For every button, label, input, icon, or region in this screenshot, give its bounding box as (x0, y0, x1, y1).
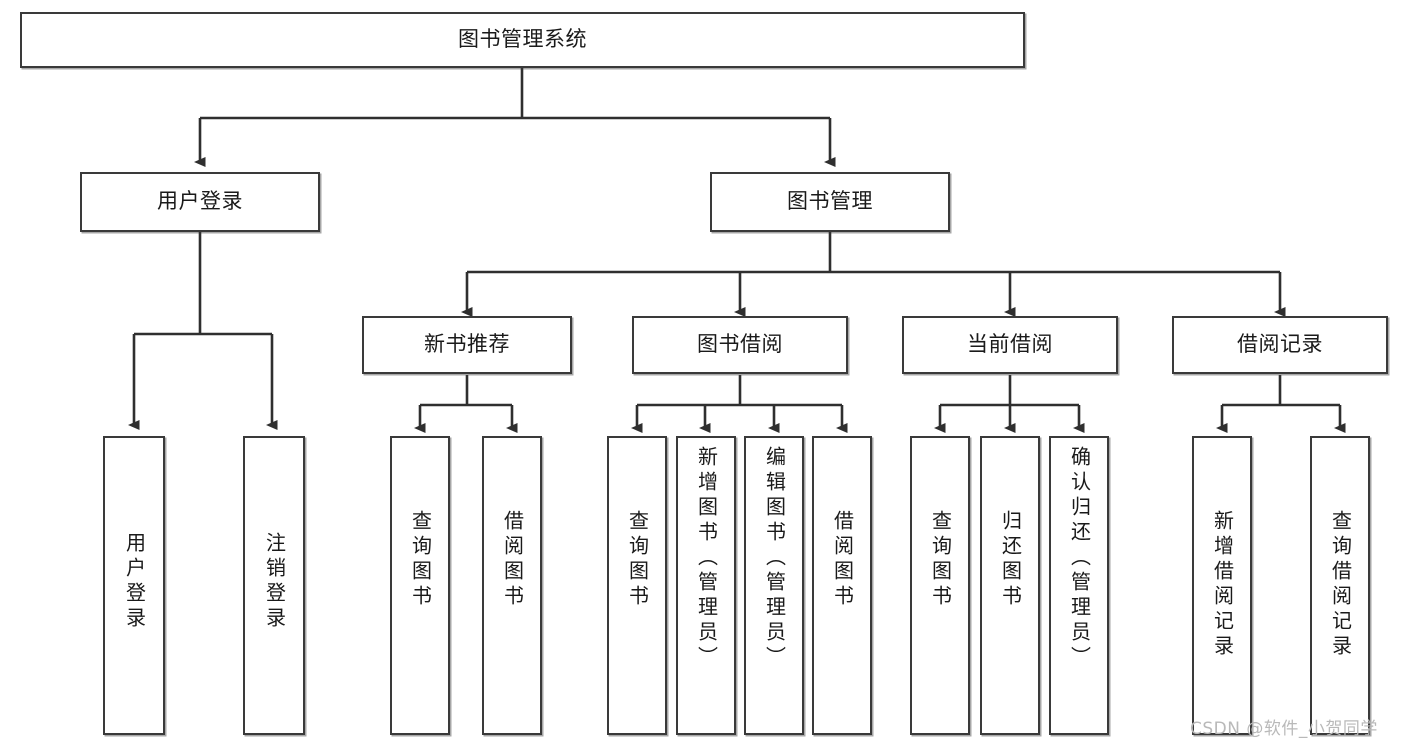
leaf-borrow-book-bb[interactable]: 借阅图书 (812, 436, 872, 735)
leaf-query-borrow-record[interactable]: 查询借阅记录 (1310, 436, 1370, 735)
leaf-query-book-nb-label: 查询图书 (408, 510, 433, 610)
leaf-query-book-bb-label: 查询图书 (625, 510, 650, 610)
watermark: CSDN @软件_小贺同学 (1190, 719, 1378, 739)
leaf-add-book-admin[interactable]: 新增图书（管理员） (676, 436, 736, 735)
leaf-confirm-return-admin-label: 确认归还（管理员） (1067, 446, 1092, 671)
leaf-logout-label: 注销登录 (262, 532, 287, 632)
leaf-return-book[interactable]: 归还图书 (980, 436, 1040, 735)
node-user-login[interactable]: 用户登录 (80, 172, 320, 232)
node-root-label: 图书管理系统 (458, 27, 587, 52)
leaf-return-book-label: 归还图书 (998, 510, 1023, 610)
node-borrow-record-label: 借阅记录 (1237, 332, 1323, 357)
leaf-query-book-cb[interactable]: 查询图书 (910, 436, 970, 735)
leaf-borrow-book-nb-label: 借阅图书 (500, 510, 525, 610)
leaf-user-login-label: 用户登录 (122, 532, 147, 632)
node-borrow-record[interactable]: 借阅记录 (1172, 316, 1388, 374)
leaf-user-login[interactable]: 用户登录 (103, 436, 165, 735)
node-new-book-recommend[interactable]: 新书推荐 (362, 316, 572, 374)
node-book-management[interactable]: 图书管理 (710, 172, 950, 232)
leaf-query-book-bb[interactable]: 查询图书 (607, 436, 667, 735)
leaf-add-borrow-record-label: 新增借阅记录 (1210, 510, 1235, 660)
leaf-edit-book-admin[interactable]: 编辑图书（管理员） (744, 436, 804, 735)
leaf-edit-book-admin-label: 编辑图书（管理员） (762, 446, 787, 671)
leaf-query-book-nb[interactable]: 查询图书 (390, 436, 450, 735)
leaf-query-borrow-record-label: 查询借阅记录 (1328, 510, 1353, 660)
leaf-borrow-book-bb-label: 借阅图书 (830, 510, 855, 610)
node-book-management-label: 图书管理 (787, 189, 873, 214)
node-root[interactable]: 图书管理系统 (20, 12, 1025, 68)
node-current-borrow[interactable]: 当前借阅 (902, 316, 1118, 374)
node-book-borrow-label: 图书借阅 (697, 332, 783, 357)
leaf-borrow-book-nb[interactable]: 借阅图书 (482, 436, 542, 735)
node-user-login-label: 用户登录 (157, 189, 243, 214)
node-book-borrow[interactable]: 图书借阅 (632, 316, 848, 374)
leaf-logout[interactable]: 注销登录 (243, 436, 305, 735)
node-new-book-recommend-label: 新书推荐 (424, 332, 510, 357)
leaf-add-book-admin-label: 新增图书（管理员） (694, 446, 719, 671)
leaf-add-borrow-record[interactable]: 新增借阅记录 (1192, 436, 1252, 735)
leaf-confirm-return-admin[interactable]: 确认归还（管理员） (1049, 436, 1109, 735)
leaf-query-book-cb-label: 查询图书 (928, 510, 953, 610)
node-current-borrow-label: 当前借阅 (967, 332, 1053, 357)
